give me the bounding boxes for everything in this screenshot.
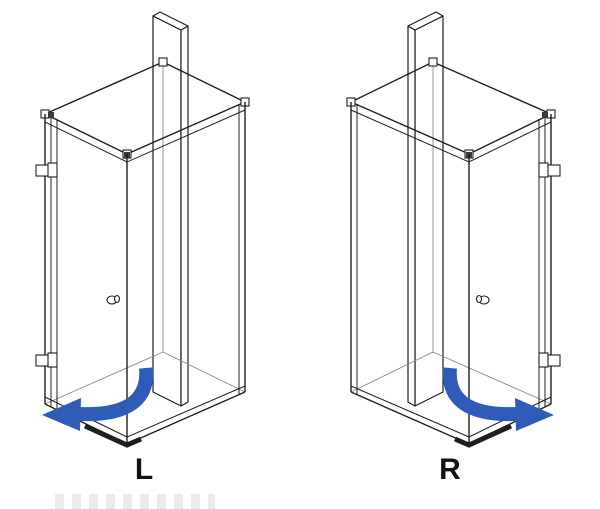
variant-right-label: R bbox=[439, 453, 462, 486]
hinge-bottom-icon bbox=[537, 352, 561, 368]
shower-enclosure-wireframe bbox=[345, 11, 561, 448]
door-handle-knob-icon bbox=[105, 294, 120, 305]
door-swing-arrow-icon bbox=[442, 367, 554, 431]
variant-left-label: L bbox=[134, 453, 155, 486]
hinge-bottom-icon bbox=[34, 352, 58, 368]
hinge-top-icon bbox=[537, 162, 561, 178]
enclosure-svg-left bbox=[34, 11, 250, 448]
glass-box-back-edges bbox=[44, 62, 245, 405]
variant-right: R bbox=[318, 2, 583, 487]
top-frame bbox=[345, 57, 556, 163]
glass-box-back-edges bbox=[350, 62, 551, 405]
side-glass-panel bbox=[349, 102, 469, 445]
pivot-fitting-top-icon bbox=[541, 112, 548, 118]
wall-strip bbox=[151, 11, 189, 407]
pivot-fitting-top-icon bbox=[47, 112, 54, 118]
door-threshold-seal bbox=[453, 423, 512, 448]
shower-enclosure-wireframe bbox=[34, 11, 250, 448]
side-glass-panel bbox=[126, 102, 246, 445]
variant-left: L bbox=[12, 2, 277, 487]
hinged-door-panel bbox=[453, 114, 561, 448]
corner-fitting-back bbox=[157, 57, 168, 67]
hinged-door-panel bbox=[34, 114, 142, 448]
wall-strip bbox=[406, 11, 444, 407]
door-threshold-seal bbox=[83, 423, 142, 448]
shower-enclosure-drawing-right bbox=[318, 2, 583, 457]
watermark-fragment bbox=[55, 494, 215, 509]
corner-fitting-back bbox=[427, 57, 438, 67]
door-handle-knob-icon bbox=[475, 294, 490, 305]
enclosure-svg-right bbox=[345, 11, 561, 448]
door-swing-arrow-icon bbox=[41, 367, 153, 431]
top-frame bbox=[39, 57, 250, 163]
hinge-top-icon bbox=[34, 162, 58, 178]
shower-enclosure-drawing-left bbox=[12, 2, 277, 457]
